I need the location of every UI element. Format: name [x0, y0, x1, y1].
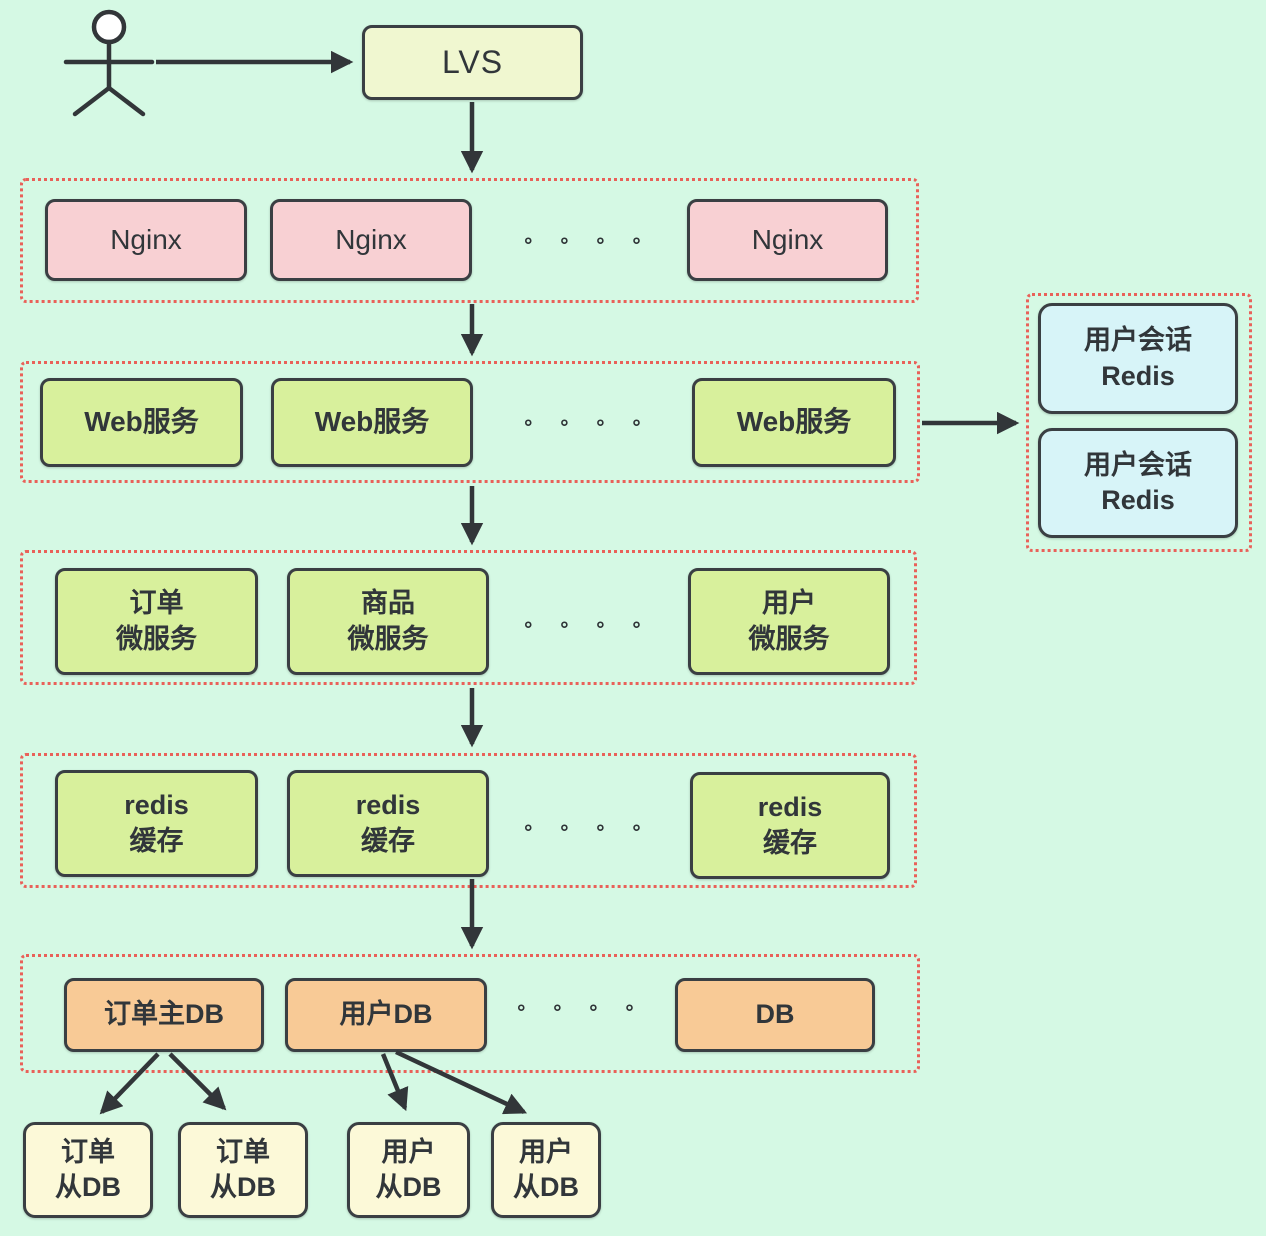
ellipsis-dots: ∘ ∘ ∘ ∘ — [522, 412, 652, 434]
lvs-node: LVS — [362, 25, 583, 100]
node-label: 用户 — [381, 1136, 436, 1167]
microservice-cluster-container — [20, 550, 917, 685]
order-slave-db-node-1: 订单 从DB — [23, 1122, 153, 1218]
ellipsis-dots: ∘ ∘ ∘ ∘ — [522, 614, 652, 636]
session-redis-node-2: 用户会话 Redis — [1038, 428, 1238, 538]
node-label: DB — [755, 999, 795, 1030]
user-slave-db-node-1: 用户 从DB — [347, 1122, 470, 1218]
product-microservice-node: 商品 微服务 — [287, 568, 489, 675]
nginx-node-3: Nginx — [687, 199, 888, 281]
redis-cache-cluster-container — [20, 753, 917, 888]
node-label: 微服务 — [748, 623, 830, 654]
web-service-node-2: Web服务 — [271, 378, 473, 467]
redis-cache-node-2: redis 缓存 — [287, 770, 489, 877]
node-label: 从DB — [55, 1172, 121, 1202]
nginx-node-1: Nginx — [45, 199, 247, 281]
node-label: 用户会话 — [1084, 449, 1192, 480]
redis-cache-node-3: redis 缓存 — [690, 772, 890, 879]
node-label: 订单主DB — [104, 999, 224, 1030]
node-label: 微服务 — [347, 623, 429, 654]
node-label: Web服务 — [314, 406, 430, 438]
node-label: Redis — [1101, 485, 1175, 515]
nginx-node-2: Nginx — [270, 199, 472, 281]
node-label: 用户会话 — [1084, 325, 1192, 356]
ellipsis-dots: ∘ ∘ ∘ ∘ — [522, 817, 652, 839]
node-label: 缓存 — [763, 827, 817, 858]
node-label: 订单 — [216, 1136, 270, 1167]
node-label: 订单 — [129, 588, 184, 619]
session-redis-node-1: 用户会话 Redis — [1038, 303, 1238, 414]
node-label: Nginx — [110, 223, 182, 255]
node-label: redis — [355, 790, 421, 821]
node-label: Web服务 — [84, 406, 199, 438]
node-label: 用户 — [519, 1136, 573, 1167]
user-microservice-node: 用户 微服务 — [688, 568, 890, 675]
ellipsis-dots: ∘ ∘ ∘ ∘ — [522, 230, 652, 252]
session-redis-container — [1026, 293, 1252, 552]
node-label: 用户DB — [339, 999, 433, 1030]
user-slave-db-node-2: 用户 从DB — [491, 1122, 601, 1218]
node-label: 缓存 — [129, 825, 184, 856]
redis-cache-node-1: redis 缓存 — [55, 770, 258, 877]
nginx-cluster-container — [20, 178, 919, 303]
node-label: 订单 — [61, 1136, 115, 1167]
node-label: 微服务 — [116, 623, 197, 654]
node-label: redis — [757, 792, 823, 823]
node-label: Nginx — [751, 223, 824, 255]
web-cluster-container — [20, 361, 920, 483]
user-db-node: 用户DB — [285, 978, 487, 1052]
user-actor-icon — [63, 9, 155, 117]
db-node: DB — [675, 978, 875, 1052]
node-label: 商品 — [361, 588, 415, 619]
web-service-node-1: Web服务 — [40, 378, 243, 467]
node-label: Redis — [1101, 360, 1175, 391]
web-service-node-3: Web服务 — [692, 378, 896, 467]
node-label: 用户 — [762, 588, 816, 619]
node-label: 缓存 — [361, 825, 415, 856]
order-master-db-node: 订单主DB — [64, 978, 264, 1052]
order-slave-db-node-2: 订单 从DB — [178, 1122, 308, 1218]
node-label: 从DB — [375, 1172, 442, 1202]
node-label: Nginx — [335, 223, 407, 255]
node-label: 从DB — [210, 1172, 276, 1202]
node-label: Web服务 — [736, 406, 852, 438]
node-label: 从DB — [513, 1172, 579, 1202]
order-microservice-node: 订单 微服务 — [55, 568, 258, 675]
node-label: LVS — [441, 43, 504, 80]
ellipsis-dots: ∘ ∘ ∘ ∘ — [515, 997, 645, 1019]
node-label: redis — [124, 790, 189, 821]
